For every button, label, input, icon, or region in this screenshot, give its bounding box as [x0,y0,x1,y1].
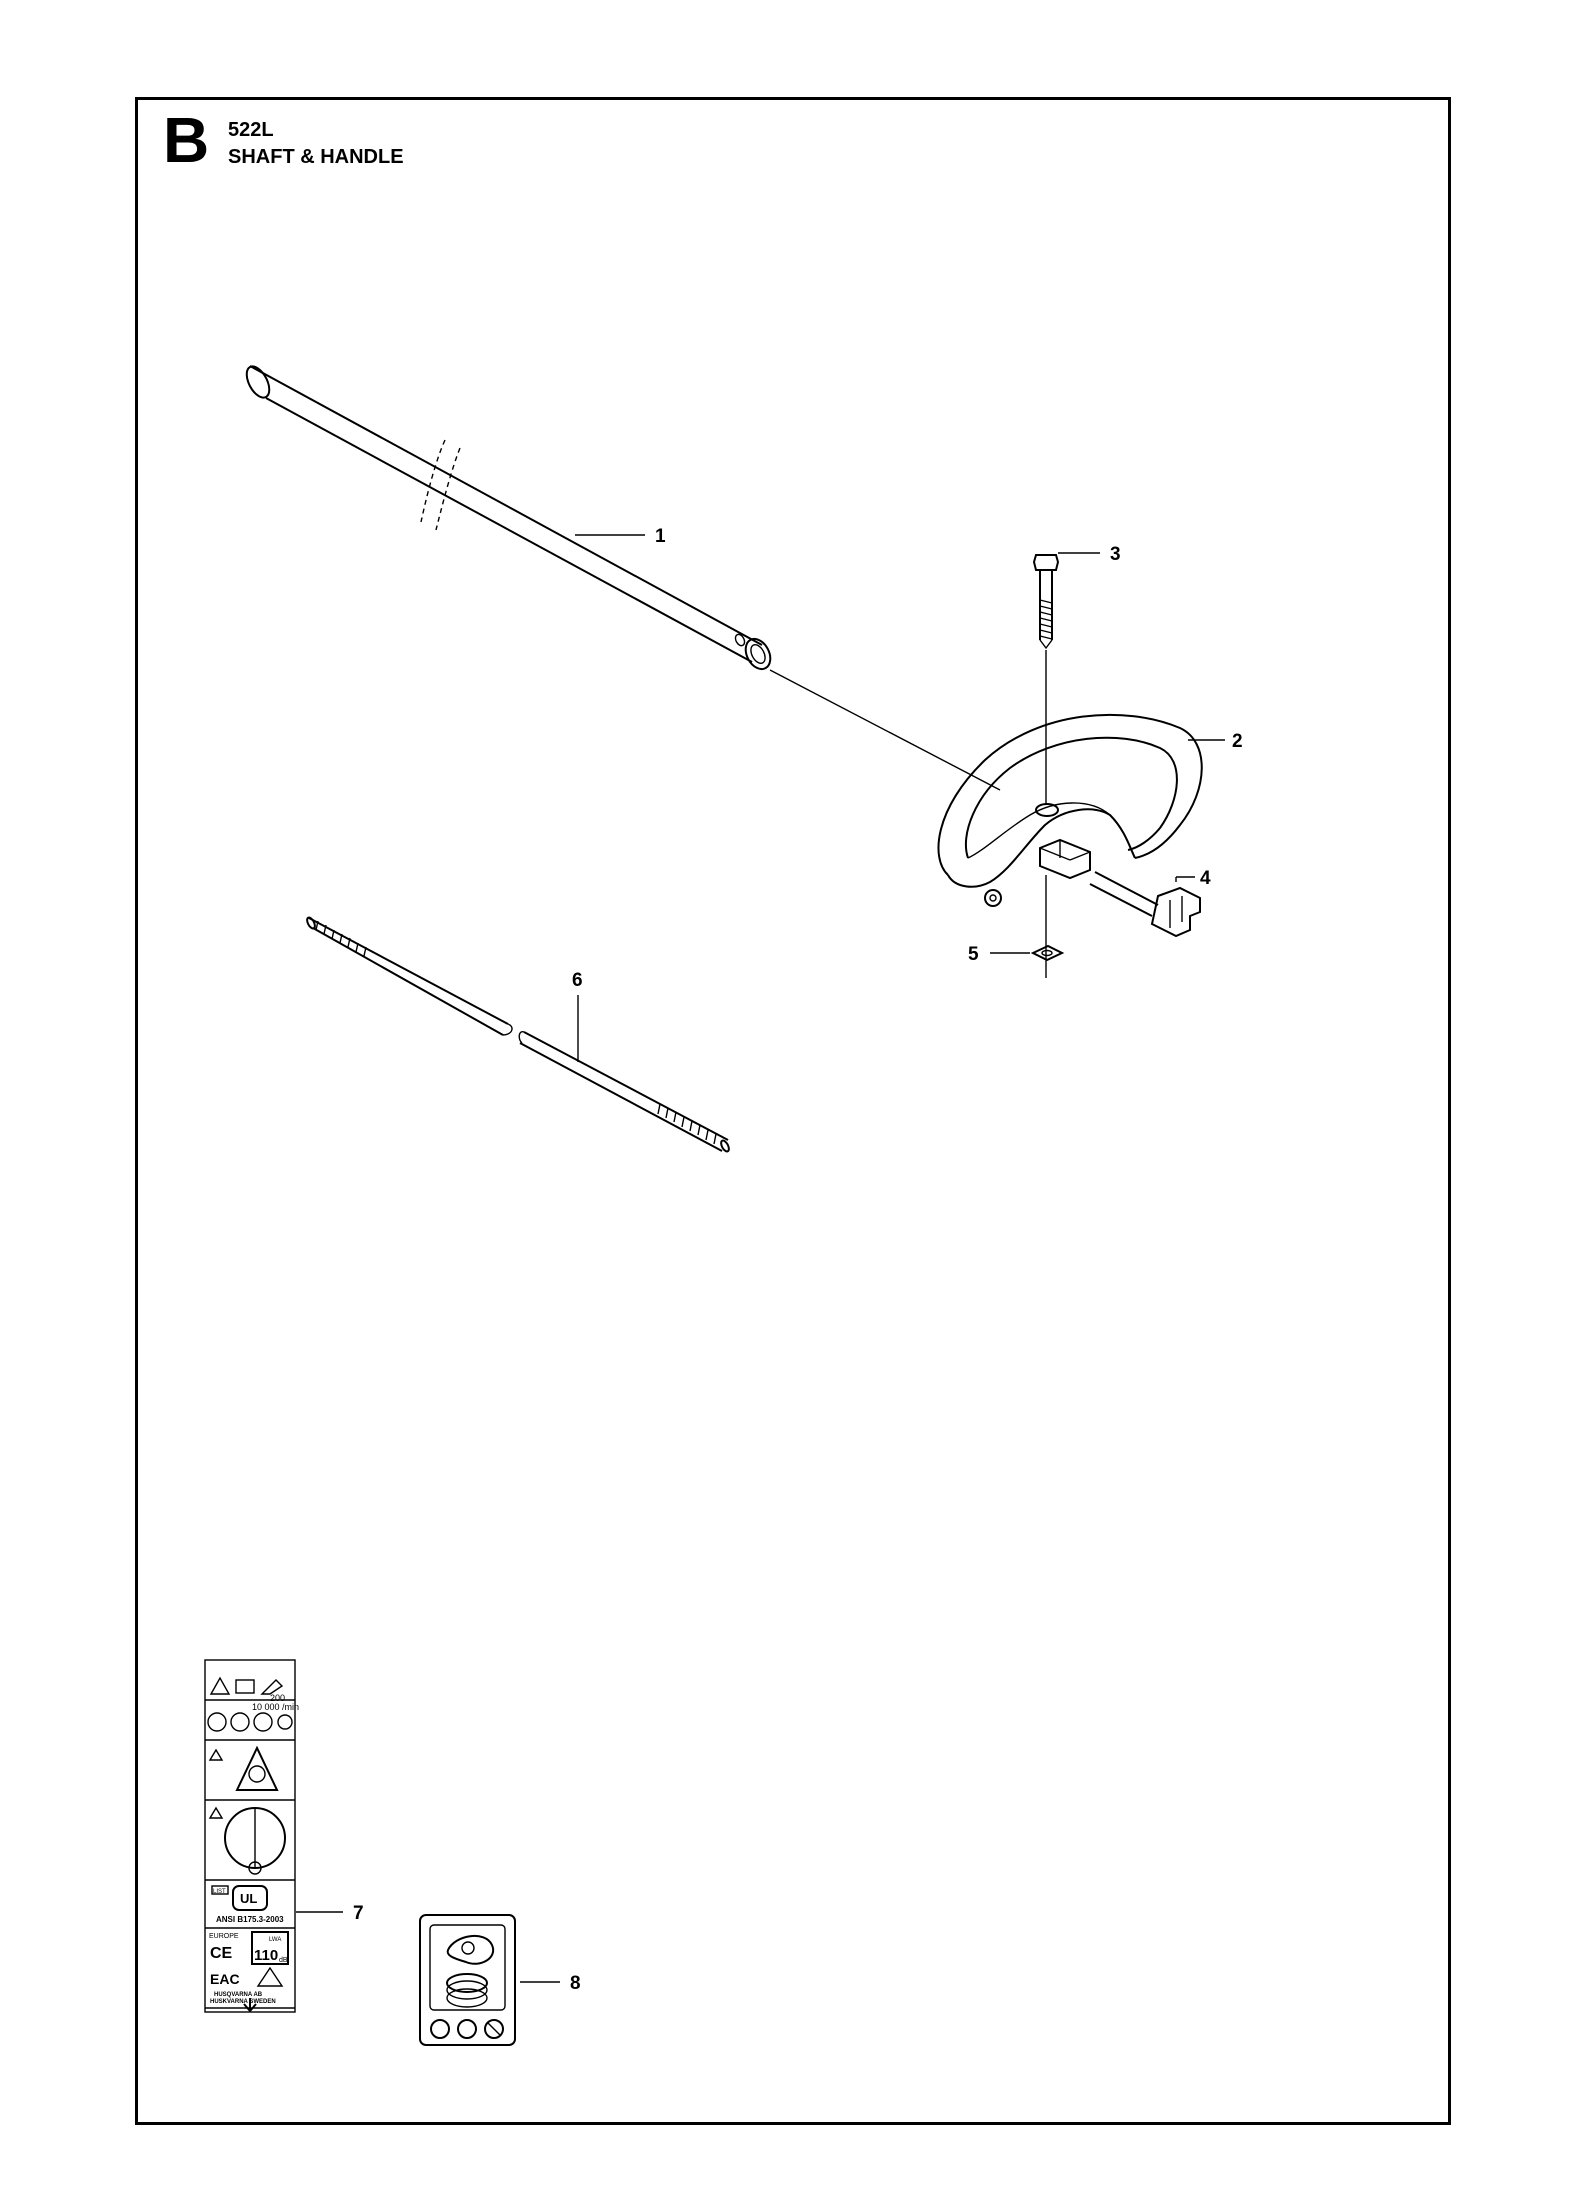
callout-7: 7 [296,1903,364,1924]
callout-number: 1 [655,526,666,547]
callout-6: 6 [572,970,583,1062]
page-frame [135,97,1451,2125]
callout-3: 3 [1058,544,1121,565]
callout-1: 1 [575,526,666,547]
maker-line-2: HUSKVARNA SWEDEN [210,1999,276,2005]
trimmer-head-icon [446,1935,495,1965]
callout-number: 3 [1110,544,1121,565]
protection-icon [260,1679,284,1695]
eac-mark: EAC [210,1971,240,1987]
ce-mark: CE [210,1945,233,1962]
ansi-standard: ANSI B175.3-2003 [216,1915,284,1924]
warning-triangle-small-icon [208,1748,224,1761]
part-8-trimmer-head-decal[interactable] [419,1914,516,2046]
callout-8: 8 [520,1973,581,1994]
part-7-warning-decal[interactable]: 200 10 000 /min LIST UL ANSI B175.3-2003… [204,1659,299,2013]
line-icon [430,2019,450,2039]
tap-icon [457,2019,477,2039]
callout-number: 7 [353,1903,364,1924]
part-2-loop-handle[interactable] [937,713,1203,907]
callout-5: 5 [968,944,1030,965]
section-letter: B [163,104,210,176]
europe-label: EUROPE [209,1933,239,1940]
spool-icon [446,1973,488,1993]
part-1-shaft-tube[interactable] [242,363,775,674]
model-number: 522L [228,119,274,141]
section-title: SHAFT & HANDLE [228,146,404,168]
callout-2: 2 [1188,731,1243,752]
certification-triangle-icon [256,1966,284,1987]
part-3-bolt[interactable] [1032,554,1060,650]
ppe-eye-icon [207,1712,227,1732]
lwa-label: LWA [269,1937,281,1943]
decal-rpm-top: 200 [270,1693,285,1703]
ppe-glove-icon [253,1712,273,1732]
callout-number: 8 [570,1973,581,1994]
part-4-clamp-bracket[interactable] [1089,871,1201,938]
warning-triangle-small-icon-2 [208,1806,224,1819]
callout-number: 6 [572,970,583,991]
callout-number: 4 [1200,868,1211,889]
manual-icon [235,1679,255,1694]
sound-power-level: 110 [254,1947,278,1964]
ppe-ear-icon [230,1712,250,1732]
callout-number: 2 [1232,731,1243,752]
part-6-drive-shaft[interactable] [306,916,731,1153]
sound-unit: dB [279,1957,288,1964]
maker-line-1: HUSQVARNA AB [214,1992,263,1998]
no-blade-icon [484,2019,504,2039]
decal-rpm-bottom: 10 000 /min [252,1702,299,1712]
child-icon [248,1861,262,1875]
warning-triangle-icon [209,1676,231,1695]
ul-mark: UL [240,1891,257,1906]
callout-4: 4 [1175,868,1211,889]
ppe-boot-icon [277,1714,293,1730]
callout-number: 5 [968,944,979,965]
part-5-square-nut[interactable] [1030,944,1065,962]
ul-list-tag: LIST [213,1889,226,1895]
thrown-objects-warning-icon [235,1745,279,1791]
